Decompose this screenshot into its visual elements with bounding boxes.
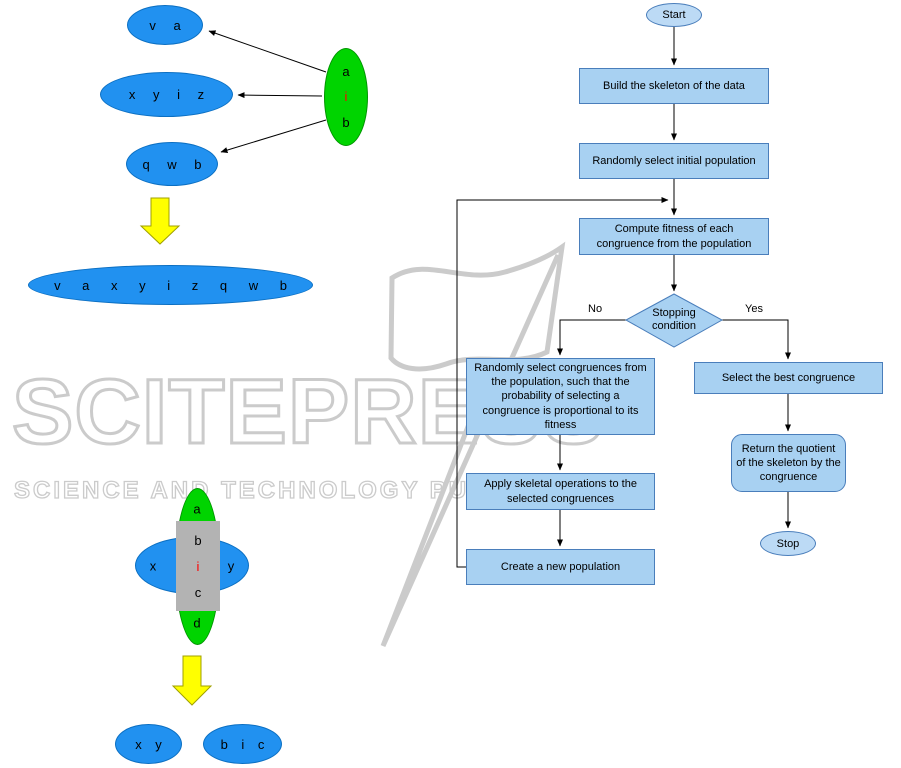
- flow-branch-no-label: No: [588, 303, 603, 315]
- flow-step-build-skeleton: Build the skeleton of the data: [579, 68, 769, 104]
- generator-letter-a: a: [342, 64, 350, 80]
- generator-ellipse: a i b: [324, 48, 368, 146]
- flow-step-initial-population: Randomly select initial population: [579, 143, 769, 179]
- decision-diamond: [624, 293, 724, 348]
- split-letter-a: a: [193, 501, 201, 517]
- class-ellipse-va: v a: [127, 5, 203, 45]
- flow-step-compute-fitness: Compute fitness of each congruence from …: [579, 218, 769, 255]
- generator-letter-b: b: [342, 114, 350, 130]
- split-letter-x: x: [149, 558, 157, 574]
- box-letter-b: b: [194, 532, 202, 548]
- flow-stop: Stop: [760, 531, 816, 556]
- box-letter-i: i: [196, 558, 200, 574]
- box-letter-c: c: [194, 584, 202, 600]
- split-middle-box: b i c: [176, 521, 220, 611]
- generator-letter-i: i: [344, 89, 348, 105]
- flow-decision-label: Stopping condition: [651, 307, 697, 333]
- watermark-ribbon-icon: [380, 241, 566, 648]
- flow-start: Start: [646, 3, 702, 27]
- split-down-arrow-icon: [171, 655, 213, 706]
- split-letter-d: d: [193, 615, 201, 631]
- flow-step-select-best: Select the best congruence: [694, 362, 883, 394]
- result-ellipse-bic: b i c: [203, 724, 282, 764]
- flow-step-return-quotient: Return the quotient of the skeleton by t…: [731, 434, 846, 492]
- flow-step-new-population: Create a new population: [466, 549, 655, 585]
- flow-arrows: [208, 27, 791, 568]
- merge-down-arrow-icon: [139, 197, 181, 245]
- flow-step-apply-operations: Apply skeletal operations to the selecte…: [466, 473, 655, 510]
- class-ellipse-xyiz: x y i z: [100, 72, 233, 117]
- merged-class-ellipse: v a x y i z q w b: [28, 265, 313, 305]
- result-ellipse-xy: x y: [115, 724, 182, 764]
- split-letter-y: y: [227, 558, 235, 574]
- flow-branch-yes-label: Yes: [745, 303, 763, 315]
- class-ellipse-qwb: q w b: [126, 142, 218, 186]
- flow-step-select-congruences: Randomly select congruences from the pop…: [466, 358, 655, 435]
